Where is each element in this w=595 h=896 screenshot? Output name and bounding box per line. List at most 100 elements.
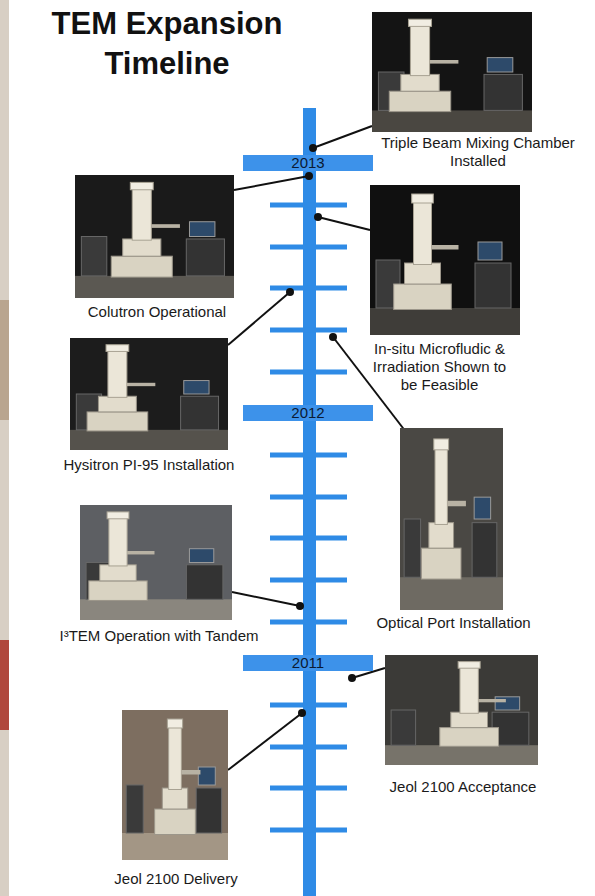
photo-floor: [372, 110, 532, 132]
microscope-column: [435, 446, 447, 524]
timeline-dots: [286, 144, 356, 717]
microscope-column: [109, 517, 127, 566]
monitor: [478, 242, 502, 260]
microscope-stage: [429, 523, 454, 548]
event-caption: Jeol 2100 Delivery: [96, 870, 256, 888]
equipment-cabinet: [181, 396, 219, 430]
year-label: 2011: [243, 655, 373, 671]
beamline: [478, 699, 506, 702]
event-caption: Optical Port Installation: [366, 614, 541, 632]
photo-floor: [80, 599, 232, 620]
photo-background: [75, 175, 234, 298]
tick-mark: [270, 495, 347, 500]
tick-mark: [270, 453, 347, 458]
equipment-cabinet: [186, 239, 224, 276]
tick-mark: [270, 203, 347, 208]
microscope-stage: [123, 239, 161, 256]
equipment-cabinet: [126, 785, 143, 833]
tick-mark: [270, 745, 347, 750]
equipment-cabinet: [186, 565, 222, 600]
equipment-cabinet: [472, 523, 497, 578]
equipment-photo: [372, 12, 532, 132]
photo-floor: [400, 577, 503, 610]
background-strip: [0, 0, 9, 896]
microscope-gun: [167, 719, 182, 728]
photo-floor: [370, 308, 520, 335]
microscope-base: [87, 412, 148, 431]
equipment-cabinet: [391, 710, 415, 745]
monitor: [189, 222, 214, 237]
beamline: [151, 224, 180, 228]
microscope-stage: [401, 74, 439, 91]
microscope-gun: [458, 662, 480, 669]
timeline-dot: [329, 333, 337, 341]
equipment-photo: [385, 655, 538, 765]
photo-background: [385, 655, 538, 765]
beamline: [127, 551, 154, 554]
leader-line: [234, 176, 309, 190]
event-caption: Triple Beam Mixing Chamber Installed: [375, 134, 581, 170]
monitor: [495, 697, 519, 710]
monitor: [198, 767, 215, 785]
microscope-gun: [107, 512, 129, 519]
tick-mark: [270, 578, 347, 583]
beamline: [127, 383, 155, 386]
photo-floor: [70, 430, 228, 450]
equipment-cabinet: [404, 519, 420, 577]
equipment-photo: [370, 185, 520, 335]
monitor: [189, 549, 213, 563]
monitor: [487, 58, 513, 72]
microscope-stage: [405, 263, 441, 284]
microscope-stage: [98, 396, 136, 412]
timeline-dot: [296, 602, 304, 610]
year-band: 2013: [243, 155, 373, 171]
leader-line: [232, 592, 300, 606]
leader-line: [318, 217, 370, 230]
microscope-gun: [130, 182, 153, 189]
beamline: [181, 770, 200, 775]
microscope-base: [394, 284, 452, 310]
timeline-event: Colutron Operational: [57, 175, 257, 321]
year-band: 2012: [243, 405, 373, 421]
equipment-cabinet: [196, 788, 221, 833]
timeline-event: Triple Beam Mixing Chamber Installed: [372, 12, 581, 170]
photo-floor: [122, 833, 228, 860]
microscope-gun: [434, 439, 449, 450]
microscope-column: [460, 666, 478, 713]
equipment-photo: [70, 338, 228, 450]
photo-floor: [385, 745, 538, 765]
microscope-base: [111, 256, 172, 277]
timeline-event: Jeol 2100 Delivery: [96, 710, 256, 888]
event-caption: Colutron Operational: [57, 303, 257, 321]
equipment-photo: [122, 710, 228, 860]
microscope-base: [155, 809, 196, 835]
microscope-base: [421, 548, 461, 579]
leader-line: [313, 126, 372, 148]
timeline-dot: [286, 288, 294, 296]
tick-mark: [270, 828, 347, 833]
tick-mark: [270, 620, 347, 625]
photo-background: [372, 12, 532, 132]
tick-mark: [270, 245, 347, 250]
event-caption: Jeol 2100 Acceptance: [378, 778, 548, 796]
tick-mark: [270, 370, 347, 375]
background-strip: [0, 640, 9, 730]
monitor: [474, 497, 490, 519]
timeline-ticks: [270, 203, 347, 833]
timeline-event: I³TEM Operation with Tandem: [52, 505, 266, 645]
tick-mark: [270, 703, 347, 708]
microscope-base: [440, 728, 499, 747]
timeline-bar: [303, 108, 316, 896]
timeline-dot: [309, 144, 317, 152]
beamline: [430, 60, 459, 64]
microscope-gun: [106, 345, 129, 352]
equipment-cabinet: [484, 74, 522, 110]
equipment-photo: [400, 428, 503, 610]
microscope-column: [410, 24, 429, 76]
timeline-dot: [305, 172, 313, 180]
tick-mark: [270, 328, 347, 333]
microscope-stage: [162, 788, 187, 809]
equipment-photo: [75, 175, 234, 298]
year-label: 2013: [243, 155, 373, 171]
